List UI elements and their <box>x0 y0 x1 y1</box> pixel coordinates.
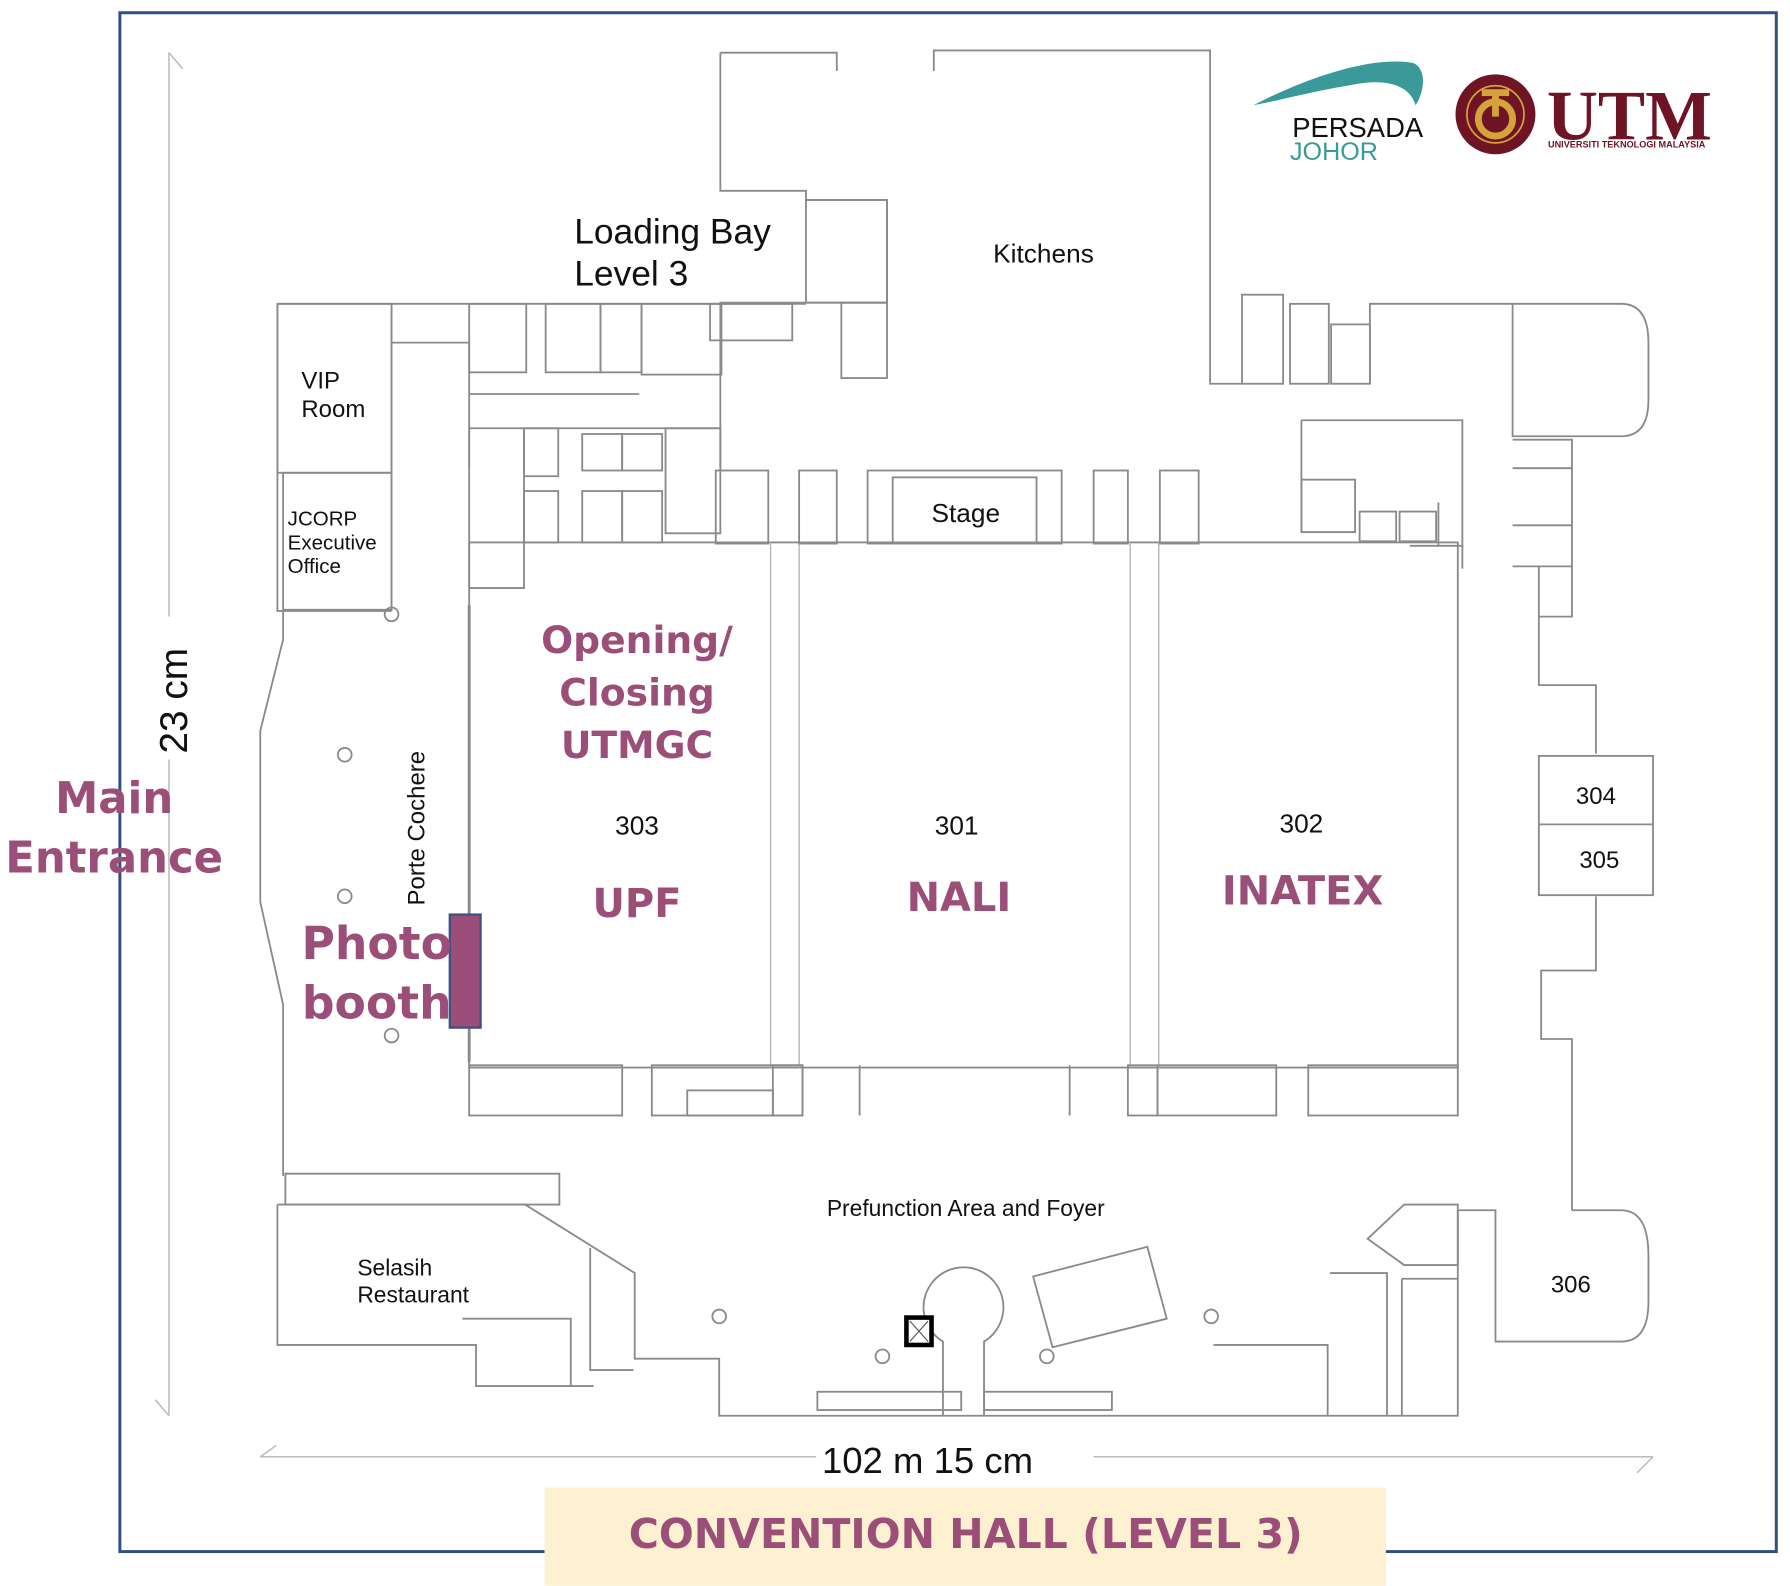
jcorp-label-line3: Office <box>288 555 341 578</box>
hall-303[interactable]: Opening/ Closing UTMGC 303 UPF <box>541 618 733 927</box>
room-304-label: 304 <box>1576 783 1616 810</box>
photo-booth-label-line2: booth <box>302 976 452 1029</box>
jcorp-label-line2: Executive <box>288 531 377 554</box>
height-dimension-line <box>154 52 184 1417</box>
vip-room-label-line2: Room <box>301 396 365 423</box>
loading-bay-label-line2: Level 3 <box>574 255 688 294</box>
hall-301-event: NALI <box>907 875 1012 921</box>
hall-302-room-number: 302 <box>1279 808 1323 838</box>
hall-303-event-line1: Opening/ <box>541 618 733 662</box>
svg-text:UNIVERSITI TEKNOLOGI MALAYSIA: UNIVERSITI TEKNOLOGI MALAYSIA <box>1548 139 1706 149</box>
height-dimension-label: 23 cm <box>153 648 196 754</box>
stage-label: Stage <box>931 498 1000 528</box>
prefunction-label: Prefunction Area and Foyer <box>827 1195 1105 1221</box>
main-entrance-label: Main <box>55 774 173 824</box>
hall-303-event-line3: UTMGC <box>561 723 713 767</box>
hall-303-event: UPF <box>593 881 682 927</box>
page-title: CONVENTION HALL (LEVEL 3) <box>629 1510 1303 1558</box>
svg-text:PERSADA: PERSADA <box>1292 112 1424 143</box>
vip-room-label: VIP <box>301 367 340 394</box>
hall-303-event-line2: Closing <box>559 671 714 715</box>
photo-booth-label: Photo <box>301 917 452 970</box>
width-dimension-line <box>259 1444 1654 1474</box>
hall-302-event: INATEX <box>1222 868 1383 914</box>
main-entrance-label-line2: Entrance <box>5 833 223 883</box>
selasih-label-line2: Restaurant <box>357 1282 469 1308</box>
map-frame <box>118 11 1778 1554</box>
utm-logo: UTM UNIVERSITI TEKNOLOGI MALAYSIA <box>1455 74 1712 155</box>
loading-bay-label: Loading Bay <box>574 212 771 251</box>
jcorp-label: JCORP <box>288 507 358 530</box>
hall-301[interactable]: 301 NALI <box>907 811 1012 921</box>
svg-text:UTM: UTM <box>1547 77 1712 155</box>
photo-booth-marker[interactable] <box>448 913 482 1029</box>
hall-301-room-number: 301 <box>935 811 979 841</box>
width-dimension-label: 102 m 15 cm <box>822 1440 1033 1481</box>
porte-cochere-label: Porte Cochere <box>404 751 431 906</box>
room-305-label: 305 <box>1579 847 1619 874</box>
building-walls <box>259 49 1654 1417</box>
persada-johor-logo: PERSADA JOHOR <box>1253 61 1424 166</box>
svg-text:JOHOR: JOHOR <box>1290 138 1378 166</box>
selasih-label: Selasih <box>357 1254 432 1280</box>
hall-303-room-number: 303 <box>615 811 659 841</box>
room-306-label: 306 <box>1551 1271 1591 1298</box>
hall-302[interactable]: 302 INATEX <box>1222 808 1383 914</box>
kitchens-label: Kitchens <box>993 239 1094 269</box>
title-banner <box>544 1487 1386 1586</box>
